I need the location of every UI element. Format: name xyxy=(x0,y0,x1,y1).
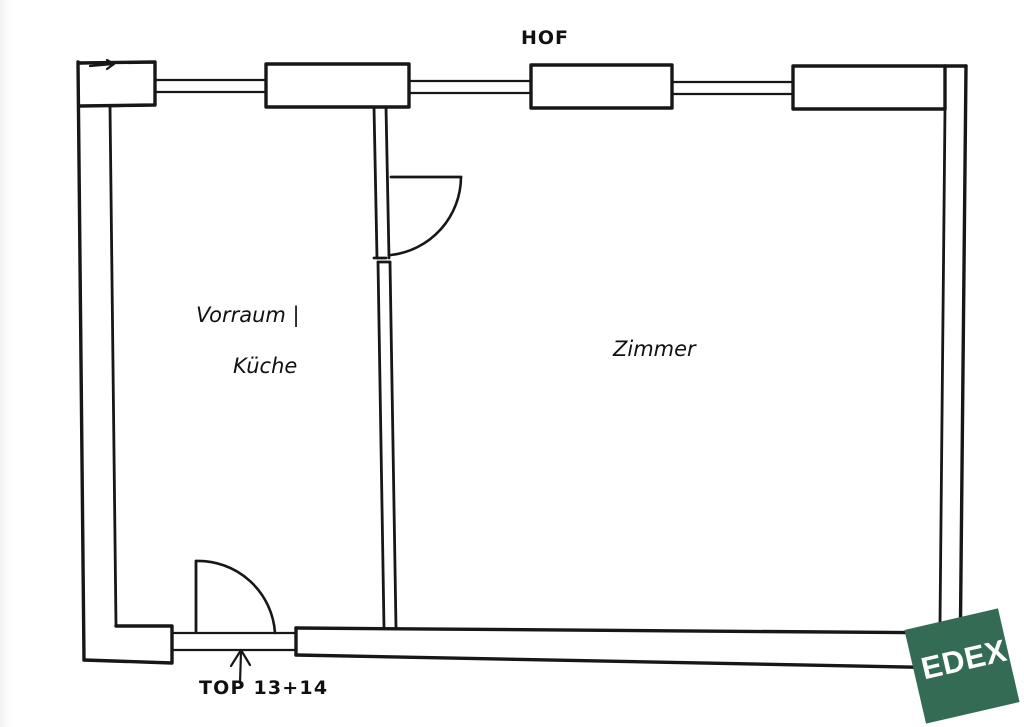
window-top-1 xyxy=(153,78,268,94)
interior-wall-upper xyxy=(372,105,391,260)
interior-wall-lower xyxy=(376,260,398,630)
label-unit-annotation: TOP 13+14 xyxy=(199,677,328,699)
window-top-3 xyxy=(670,80,795,96)
wall-pier-top-1 xyxy=(78,60,157,108)
outer-wall-left xyxy=(76,60,118,662)
interior-door xyxy=(389,175,463,257)
outer-wall-top xyxy=(78,61,968,68)
window-top-2 xyxy=(407,79,533,95)
corner-arrow-tick-icon xyxy=(88,58,116,71)
edex-logo: EDEX xyxy=(904,608,1020,724)
wall-pier-top-2 xyxy=(264,62,411,109)
entrance-arrow-icon xyxy=(229,648,252,685)
entrance-opening xyxy=(170,631,298,652)
wall-block-bottom-left xyxy=(82,624,174,665)
entrance-door xyxy=(194,559,277,635)
label-room-right: Zimmer xyxy=(612,337,697,361)
wall-pier-top-3 xyxy=(529,63,674,110)
wall-pier-top-4 xyxy=(791,64,947,111)
outer-wall-bottom xyxy=(294,626,962,670)
label-room-left-line1: Vorraum | xyxy=(196,303,300,328)
outer-wall-right xyxy=(938,64,968,674)
label-courtyard: HOF xyxy=(521,27,569,49)
label-room-left-line2: Küche xyxy=(233,354,297,378)
